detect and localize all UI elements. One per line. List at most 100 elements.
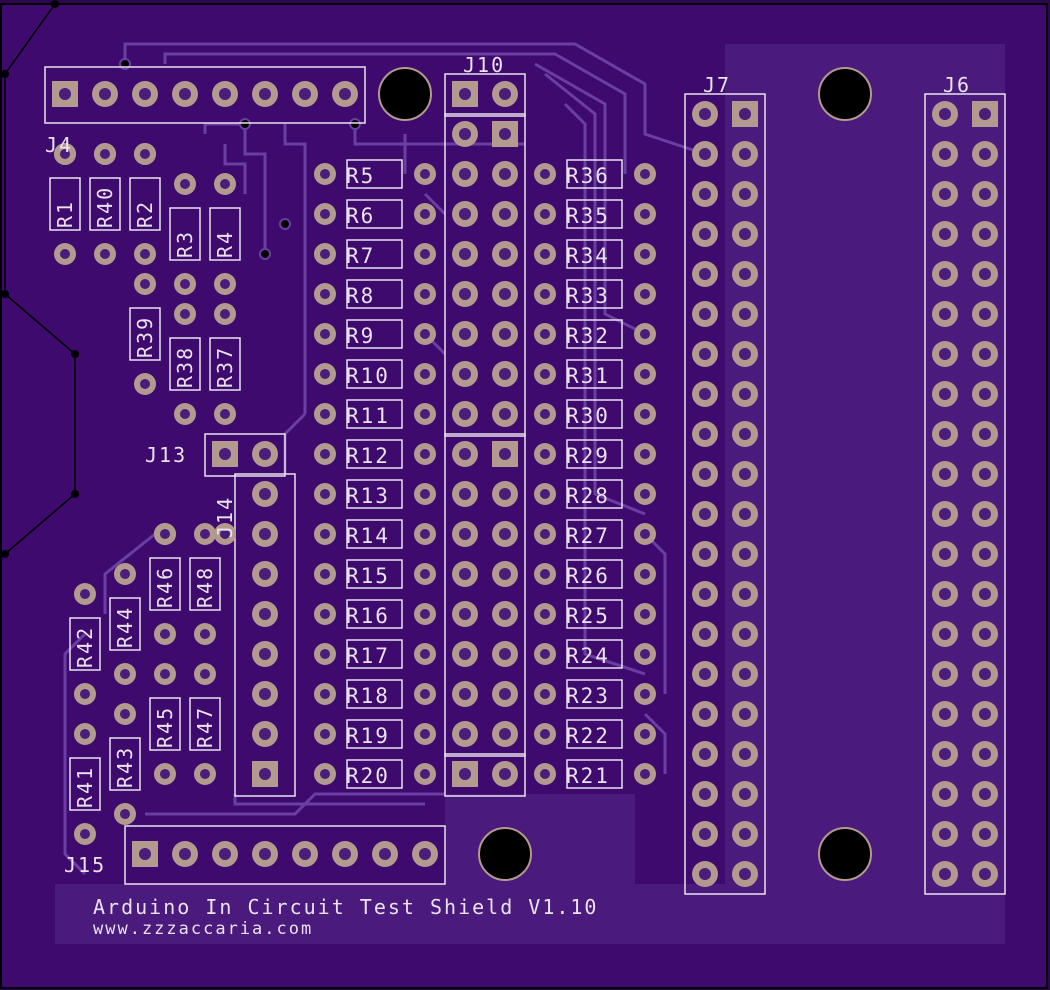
resistor-label-r33: R33 bbox=[566, 284, 610, 308]
resistor-label-r22: R22 bbox=[566, 724, 610, 748]
pad bbox=[414, 723, 436, 745]
j7-pad bbox=[692, 821, 718, 847]
j6-pad bbox=[972, 621, 998, 647]
pad bbox=[534, 763, 556, 785]
j6-pad bbox=[932, 261, 958, 287]
j4-pad bbox=[52, 81, 78, 107]
j7-pad bbox=[692, 141, 718, 167]
header-pad bbox=[492, 121, 518, 147]
pad bbox=[414, 283, 436, 305]
header-pad bbox=[452, 681, 478, 707]
pad bbox=[174, 303, 196, 325]
pad bbox=[54, 143, 76, 165]
j7-pad bbox=[692, 861, 718, 887]
pad bbox=[114, 563, 136, 585]
pad bbox=[414, 603, 436, 625]
j7-pad bbox=[732, 501, 758, 527]
pad bbox=[414, 763, 436, 785]
resistor-label-r9: R9 bbox=[346, 324, 375, 348]
j6-pad bbox=[932, 861, 958, 887]
j6-pad bbox=[932, 781, 958, 807]
resistor-outlines bbox=[49, 159, 623, 811]
pad bbox=[634, 163, 656, 185]
resistor-label-r46: R46 bbox=[153, 566, 177, 608]
j6-pad bbox=[932, 181, 958, 207]
board-edge-notch bbox=[4, 3, 76, 555]
j7-pad bbox=[732, 421, 758, 447]
j7-pad bbox=[732, 781, 758, 807]
j6-pad bbox=[972, 261, 998, 287]
resistor-label-r25: R25 bbox=[566, 604, 610, 628]
silk-outlines bbox=[44, 66, 1006, 895]
pad bbox=[534, 723, 556, 745]
pad bbox=[534, 683, 556, 705]
header-pad bbox=[452, 721, 478, 747]
pad bbox=[534, 523, 556, 545]
j7-pad bbox=[732, 141, 758, 167]
j6-pad bbox=[932, 301, 958, 327]
pad bbox=[634, 203, 656, 225]
header-pad bbox=[492, 161, 518, 187]
j14-pad bbox=[252, 601, 278, 627]
j6-pad bbox=[932, 661, 958, 687]
resistor-label-r6: R6 bbox=[346, 204, 375, 228]
j4-pad bbox=[212, 81, 238, 107]
pad bbox=[414, 163, 436, 185]
j6-pad bbox=[972, 701, 998, 727]
pad bbox=[314, 523, 336, 545]
header-pad bbox=[492, 321, 518, 347]
pad bbox=[214, 523, 236, 545]
j6-pad bbox=[932, 581, 958, 607]
j6-pad bbox=[932, 221, 958, 247]
pad bbox=[74, 583, 96, 605]
resistor-label-r10: R10 bbox=[346, 364, 390, 388]
j7-pad bbox=[732, 861, 758, 887]
j6-pad bbox=[972, 421, 998, 447]
header-pad bbox=[452, 241, 478, 267]
resistor-label-r47: R47 bbox=[193, 706, 217, 748]
header-pad bbox=[492, 641, 518, 667]
resistor-label-r13: R13 bbox=[346, 484, 390, 508]
pad-group bbox=[52, 81, 998, 887]
pad bbox=[154, 763, 176, 785]
j6-pad bbox=[932, 821, 958, 847]
pad bbox=[74, 683, 96, 705]
j6-pad bbox=[972, 661, 998, 687]
j4-pad bbox=[292, 81, 318, 107]
header-pad bbox=[452, 401, 478, 427]
j7-pad bbox=[732, 461, 758, 487]
j7-pad bbox=[732, 821, 758, 847]
resistor-label-r44: R44 bbox=[113, 606, 137, 648]
j4-pad bbox=[92, 81, 118, 107]
j6-pad bbox=[972, 461, 998, 487]
j6-pad bbox=[972, 381, 998, 407]
j6-pad bbox=[972, 101, 998, 127]
j15-pad bbox=[172, 841, 198, 867]
pad bbox=[634, 403, 656, 425]
j15-pad bbox=[212, 841, 238, 867]
j6-pad bbox=[932, 461, 958, 487]
j14-pad bbox=[252, 481, 278, 507]
resistor-label-r29: R29 bbox=[566, 444, 610, 468]
pad bbox=[634, 323, 656, 345]
pad bbox=[414, 203, 436, 225]
pad bbox=[314, 323, 336, 345]
resistor-label-r48: R48 bbox=[193, 566, 217, 608]
fill-zone-mid bbox=[445, 794, 635, 894]
pad bbox=[634, 563, 656, 585]
pad bbox=[114, 663, 136, 685]
pad bbox=[414, 363, 436, 385]
header-pad bbox=[492, 561, 518, 587]
header-pad bbox=[492, 441, 518, 467]
j7-pad bbox=[692, 661, 718, 687]
header-pad bbox=[452, 121, 478, 147]
header-pad bbox=[452, 441, 478, 467]
pad bbox=[174, 403, 196, 425]
j14-pad bbox=[252, 681, 278, 707]
pad bbox=[634, 443, 656, 465]
pad bbox=[534, 643, 556, 665]
header-pad bbox=[452, 521, 478, 547]
header-pad bbox=[492, 241, 518, 267]
j6-pad bbox=[972, 541, 998, 567]
j6-pad bbox=[932, 701, 958, 727]
